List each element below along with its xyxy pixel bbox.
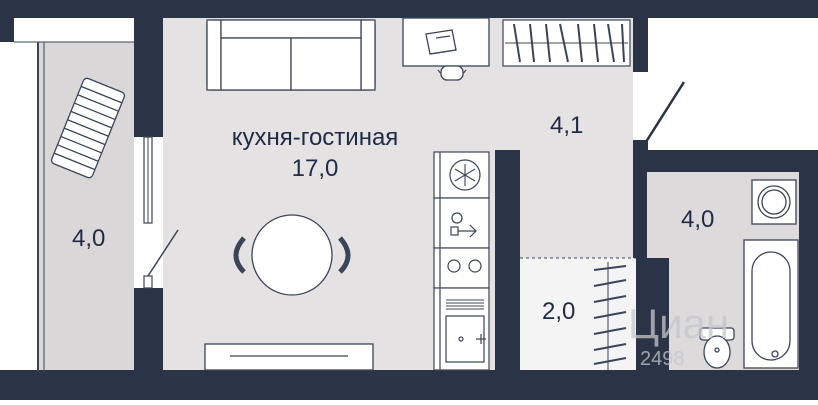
dining-table-icon [233,214,351,296]
desk-with-laptop-icon [402,17,490,67]
closet-area: 2,0 [542,298,576,325]
closet-hangers [593,262,627,370]
toilet-icon [699,327,735,369]
wardrobe-icon [502,19,631,67]
office-chair-icon [437,65,467,81]
balcony-door [147,229,179,277]
kitchen-sink-icon [433,287,490,371]
sun-lounger-icon [50,77,126,179]
living-room-name: кухня-гостиная [231,124,399,151]
tv-stand-icon [204,343,374,371]
washing-machine-icon [751,179,797,225]
balcony-area: 4,0 [72,225,106,252]
balcony-window [14,41,134,372]
bathroom-area: 4,0 [681,206,715,233]
oven-icon [433,197,490,249]
refrigerator-icon [433,151,490,199]
bathtub-icon [743,239,799,369]
watermark-brand: Циан [628,300,730,347]
entrance-door-leaf [633,140,648,150]
watermark-digits: 2498 [640,348,685,370]
sofa-icon [206,19,376,91]
hallway-area: 4,1 [550,112,584,139]
living-room-area: 17,0 [291,155,339,182]
hob-icon [433,247,490,289]
closet-floor [520,258,636,373]
balcony-partition [143,136,153,289]
entrance-door [642,81,686,146]
